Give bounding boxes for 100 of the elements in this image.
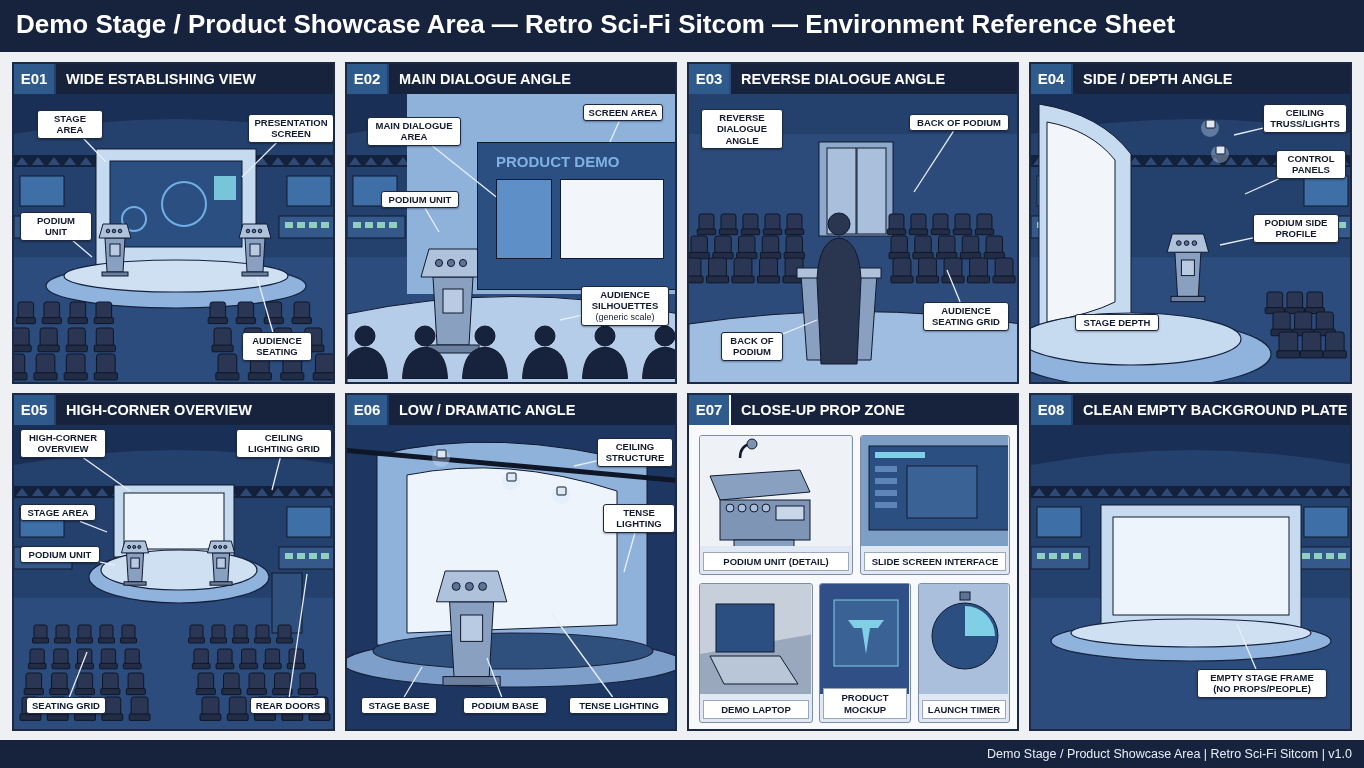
leader-line <box>83 138 107 163</box>
callout-text: REAR DOORS <box>255 700 321 712</box>
page-title: Demo Stage / Product Showcase Area — Retro Sci-Fi Sitcom — Environment Reference Sheet <box>16 9 1176 40</box>
callout-text: MAIN DIALOGUE AREA <box>374 120 454 143</box>
callout-text: PODIUM UNIT <box>387 194 453 206</box>
panel-heading: SIDE / DEPTH ANGLE <box>1073 64 1350 94</box>
callout-box <box>1276 150 1346 179</box>
callout-box <box>569 697 669 715</box>
callout-box <box>597 438 673 467</box>
panel-heading: CLEAN EMPTY BACKGROUND PLATE <box>1073 395 1350 425</box>
leader-line <box>1219 237 1254 246</box>
leader-line <box>782 319 818 335</box>
panel-code: E01 <box>14 64 54 94</box>
prop-card <box>819 583 911 723</box>
leader-line <box>431 145 497 198</box>
callout-text: TENSE LIGHTING <box>615 507 663 530</box>
callout-text: STAGE AREA <box>53 113 87 136</box>
callout-text: CEILING LIGHTING GRID <box>247 432 321 455</box>
leader-line <box>288 573 308 698</box>
panel-code: E06 <box>347 395 387 425</box>
callout-text: SEATING GRID <box>31 700 101 712</box>
prop-card <box>860 435 1010 575</box>
callout-box <box>20 504 96 522</box>
panel-code: E02 <box>347 64 387 94</box>
panel-code: E08 <box>1031 395 1071 425</box>
callout-text: REVERSE DIALOGUE ANGLE <box>715 112 769 147</box>
leader-line <box>424 207 440 233</box>
callout-box <box>20 212 92 241</box>
footer-caption: Demo Stage / Product Showcase Area | Retro Sci-Fi Sitcom | v1.0 <box>987 747 1352 761</box>
leader-line <box>241 142 278 178</box>
leader-line <box>82 457 131 492</box>
screen-text: PRODUCT DEMO <box>496 153 620 170</box>
leader-line <box>403 666 423 698</box>
callout-box <box>248 114 333 143</box>
callout-box <box>20 429 106 458</box>
callout-box <box>1263 104 1347 133</box>
prop-caption: PODIUM UNIT (DETAIL) <box>703 551 849 571</box>
screen-panel <box>496 179 552 259</box>
panel-heading: WIDE ESTABLISHING VIEW <box>56 64 333 94</box>
callout-box <box>1197 669 1327 698</box>
callout-box <box>923 302 1009 331</box>
callout-text: HIGH-CORNER OVERVIEW <box>27 432 99 455</box>
prop-caption: SLIDE SCREEN INTERFACE <box>864 551 1006 571</box>
leader-line <box>68 651 88 698</box>
callout-box <box>250 697 326 715</box>
callout-text: CONTROL PANELS <box>1286 153 1336 176</box>
callout-text: PRESENTATION SCREEN <box>253 117 329 140</box>
callout-box <box>242 332 312 361</box>
callout-text: AUDIENCE SEATING GRID <box>931 305 1001 328</box>
leader-line <box>72 240 93 258</box>
callout-text: BACK OF PODIUM <box>729 335 775 358</box>
callout-box <box>583 104 663 122</box>
panel-code: E05 <box>14 395 54 425</box>
leader-line <box>256 276 274 333</box>
scene-panel <box>687 393 1019 731</box>
leader-line <box>99 561 116 566</box>
callout-box <box>701 109 783 150</box>
panel-heading: CLOSE-UP PROP ZONE <box>731 395 1017 425</box>
leader-line <box>551 613 614 698</box>
callout-text: (generic scale) <box>594 311 656 323</box>
callout-text: STAGE DEPTH <box>1082 317 1152 329</box>
callout-box <box>603 504 675 533</box>
panel-heading: HIGH-CORNER OVERVIEW <box>56 395 333 425</box>
callout-text: EMPTY STAGE FRAME (NO PROPS/PEOPLE) <box>1209 672 1315 695</box>
callout-box <box>236 429 332 458</box>
panel-heading: MAIN DIALOGUE ANGLE <box>389 64 675 94</box>
panel-code: E04 <box>1031 64 1071 94</box>
callout-text: STAGE AREA <box>26 507 90 519</box>
leader-line <box>1233 127 1264 136</box>
callout-box <box>581 286 669 326</box>
callout-text: PODIUM UNIT <box>36 215 76 238</box>
callout-text: SCREEN AREA <box>588 107 658 119</box>
callout-box <box>26 697 106 715</box>
projection-screen <box>477 142 675 290</box>
leader-line <box>271 457 281 491</box>
panel-code: E07 <box>689 395 729 425</box>
callout-box <box>909 114 1009 132</box>
callout-box <box>20 546 100 564</box>
callout-box <box>1253 214 1339 243</box>
callout-text: AUDIENCE SILHOUETTES <box>590 289 660 312</box>
callout-text: AUDIENCE SEATING <box>251 335 303 358</box>
leader-line <box>946 269 961 303</box>
slide-content-card <box>560 179 664 259</box>
leader-line <box>573 460 598 467</box>
prop-caption: LAUNCH TIMER <box>922 699 1006 719</box>
prop-caption: DEMO LAPTOP <box>703 699 809 719</box>
panel-heading: REVERSE DIALOGUE ANGLE <box>731 64 1017 94</box>
leader-line <box>913 130 954 193</box>
callout-text: CEILING TRUSS/LIGHTS <box>1269 107 1341 130</box>
callout-box <box>381 191 459 209</box>
callout-box <box>367 117 461 146</box>
prop-caption: PRODUCT MOCKUP <box>823 688 907 719</box>
callout-text: PODIUM SIDE PROFILE <box>1263 217 1329 240</box>
callout-text: TENSE LIGHTING <box>578 700 660 712</box>
leader-line <box>1236 623 1257 670</box>
panel-heading: LOW / DRAMATIC ANGLE <box>389 395 675 425</box>
callout-text: CEILING STRUCTURE <box>604 441 666 464</box>
leader-line <box>1244 178 1280 195</box>
prop-card <box>699 583 813 723</box>
callout-box <box>463 697 547 715</box>
